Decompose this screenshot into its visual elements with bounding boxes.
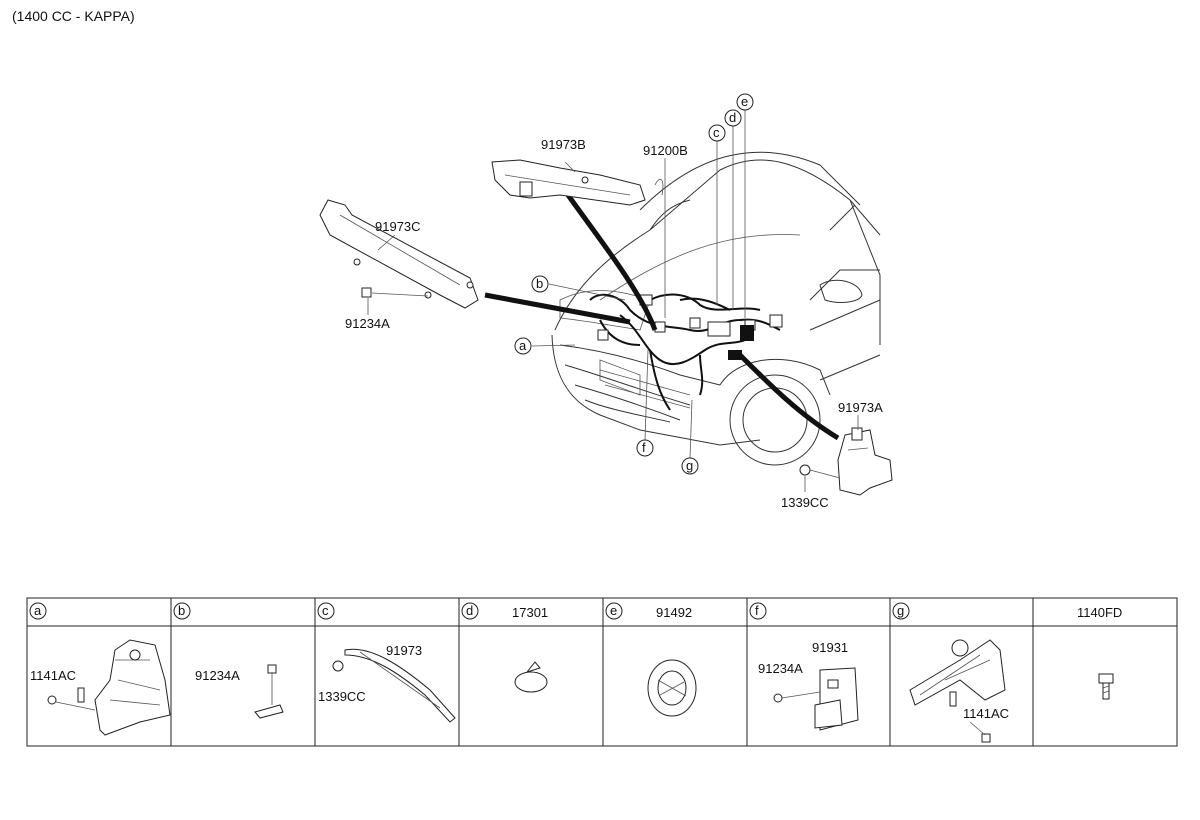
bracket-91973B	[491, 159, 646, 206]
table-header-b: b	[173, 602, 191, 620]
letter-d: d	[729, 110, 736, 125]
car-outline	[551, 151, 881, 466]
header-letter-d: d	[466, 603, 473, 618]
callout-d: d	[724, 109, 742, 127]
table-header-g: g	[892, 602, 910, 620]
callout-e: e	[736, 93, 754, 111]
cell-g-illustration	[909, 639, 1006, 743]
letter-b: b	[536, 276, 543, 291]
label-91973A: 91973A	[838, 400, 883, 415]
label-91973C: 91973C	[375, 219, 421, 234]
g-label-1141AC: 1141AC	[963, 706, 1009, 721]
label-91200B: 91200B	[643, 143, 688, 158]
c-label-91973: 91973	[386, 643, 422, 658]
callout-f: f	[636, 439, 654, 457]
f-label-91234A: 91234A	[758, 661, 803, 676]
cell-e-grommet	[647, 659, 697, 717]
label-1339CC: 1339CC	[781, 495, 829, 510]
table-header-e: e 91492	[605, 602, 692, 620]
parts-table: a b c d 17301 e 91492 f g 1140FD	[26, 597, 1178, 747]
label-91234A: 91234A	[345, 316, 390, 331]
letter-a: a	[519, 338, 527, 353]
letter-c: c	[713, 125, 720, 140]
c-label-1339CC: 1339CC	[318, 689, 366, 704]
cell-1140FD-bolt	[1098, 673, 1114, 700]
header-letter-g: g	[897, 603, 904, 618]
bracket-91973C	[319, 199, 479, 309]
cell-f-illustration	[773, 667, 859, 731]
diagram-subtitle: (1400 CC - KAPPA)	[12, 8, 135, 24]
callout-leaders	[367, 110, 859, 492]
header-part-17301: 17301	[512, 605, 548, 620]
bracket-91973A	[799, 427, 893, 496]
table-header-a: a	[29, 602, 47, 620]
header-letter-e: e	[610, 603, 617, 618]
letter-g: g	[686, 458, 693, 473]
cell-a-illustration	[47, 639, 171, 736]
letter-e: e	[741, 94, 748, 109]
cell-b-illustration	[254, 664, 284, 719]
callout-c: c	[708, 124, 726, 142]
leader-pipes	[484, 193, 840, 441]
main-harness	[589, 293, 783, 411]
table-header-d: d 17301	[461, 602, 548, 620]
callout-b: b	[531, 275, 549, 293]
b-label-91234A: 91234A	[195, 668, 240, 683]
header-letter-b: b	[178, 603, 185, 618]
cell-d-grommet	[514, 661, 548, 693]
table-header-f: f	[749, 602, 767, 620]
header-letter-a: a	[34, 603, 42, 618]
a-label-1141AC: 1141AC	[30, 668, 76, 683]
f-label-91931: 91931	[812, 640, 848, 655]
table-header-c: c	[317, 602, 335, 620]
header-letter-f: f	[755, 603, 759, 618]
cell-c-illustration	[332, 648, 456, 723]
header-letter-c: c	[322, 603, 329, 618]
label-91973B: 91973B	[541, 137, 586, 152]
header-part-91492: 91492	[656, 605, 692, 620]
callout-a: a	[514, 337, 532, 355]
bolt-91234A-main	[361, 287, 429, 298]
header-part-1140FD: 1140FD	[1077, 605, 1122, 620]
callout-g: g	[681, 457, 699, 475]
letter-f: f	[642, 440, 646, 455]
